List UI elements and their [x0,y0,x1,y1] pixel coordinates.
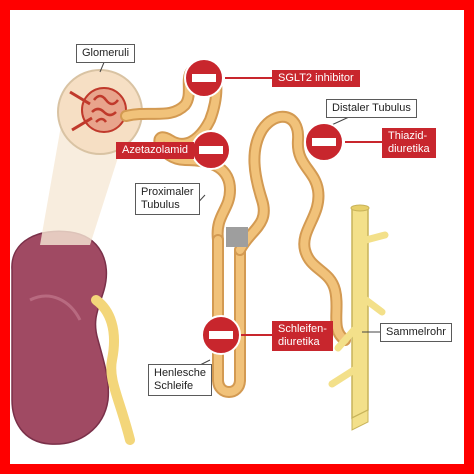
distal-tubule [234,110,351,346]
label-line: Proximaler [141,186,194,198]
label-line: Schleife [154,380,194,392]
loop-of-henle [212,234,246,398]
drug-azetazolamid: Azetazolamid [116,142,195,159]
label-proximaler-tubulus: Proximaler Tubulus [135,183,200,215]
no-entry-icon [184,58,272,98]
placeholder-square [226,227,248,247]
no-entry-icon [191,130,231,170]
kidney [11,230,135,445]
no-entry-icon [304,122,382,162]
label-sammelrohr: Sammelrohr [380,323,452,342]
drug-schleifen-diuretika: Schleifen- diuretika [272,321,333,351]
drug-line: diuretika [388,143,430,155]
drug-sglt2-inhibitor: SGLT2 inhibitor [272,70,360,87]
no-entry-icon [201,315,272,355]
label-distaler-tubulus: Distaler Tubulus [326,99,417,118]
drug-thiazid-diuretika: Thiazid- diuretika [382,128,436,158]
label-henlesche-schleife: Henlesche Schleife [148,364,212,396]
drug-line: Schleifen- [278,323,327,335]
collecting-duct [328,204,389,431]
label-glomeruli: Glomeruli [76,44,136,63]
glomerulus [57,69,143,155]
label-line: Henlesche [154,367,206,379]
label-line: Tubulus [141,199,180,211]
drug-line: Thiazid- [388,130,428,142]
drug-line: diuretika [278,336,320,348]
